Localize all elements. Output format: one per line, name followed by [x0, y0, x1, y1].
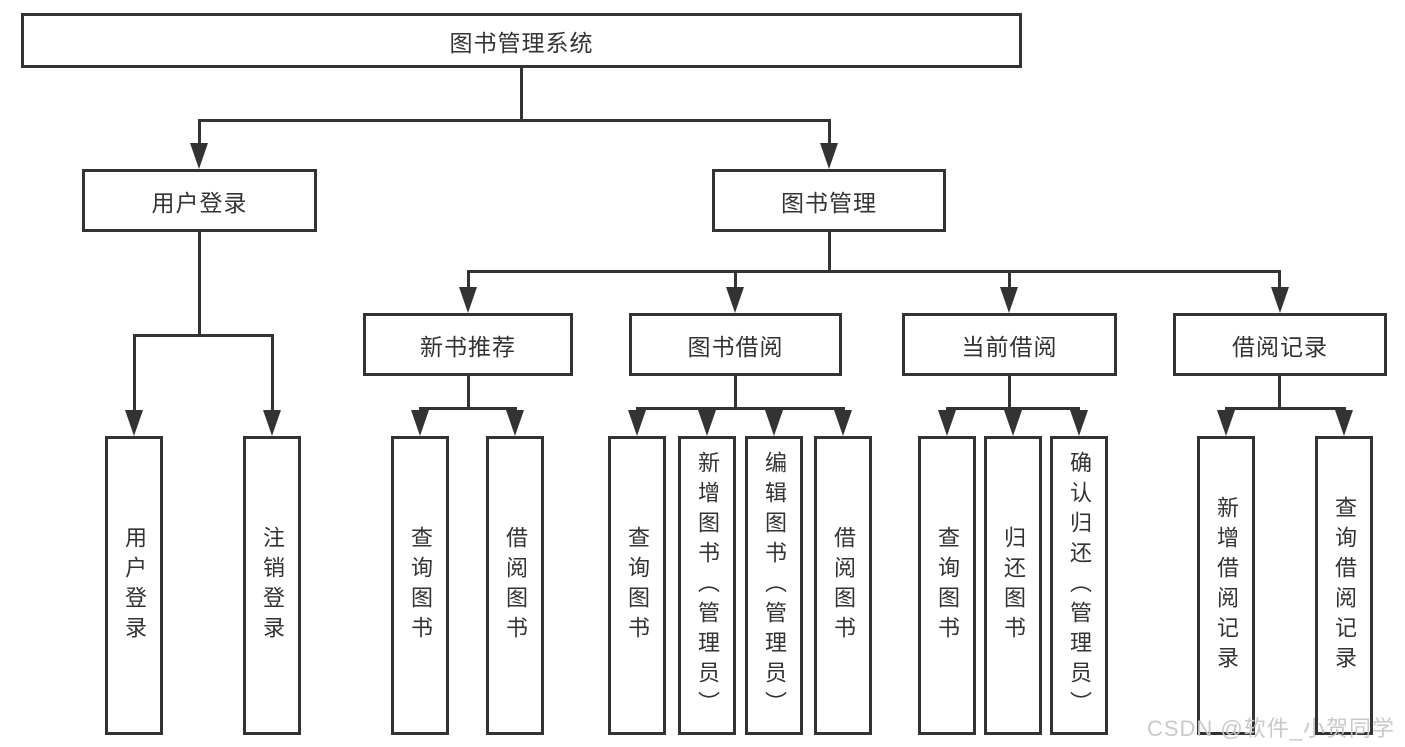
arrow-down-icon — [1004, 410, 1022, 436]
arrow-down-icon — [506, 410, 524, 436]
node-user-login: 用户登录 — [82, 169, 317, 232]
node-book-borrow: 图书借阅 — [629, 313, 842, 376]
connector-level2-bar — [198, 119, 831, 122]
leaf-logout: 注销登录 — [243, 436, 301, 735]
arrow-down-icon — [834, 410, 852, 436]
connector-level3-drop — [734, 270, 737, 292]
leaf-edit-book-admin-label: 编辑图书（管理员） — [762, 450, 787, 721]
node-current-borrow: 当前借阅 — [902, 313, 1117, 376]
arrow-down-icon — [820, 143, 838, 169]
connector-book-mgmt-drop — [828, 119, 831, 149]
leaf-add-borrow-record-label: 新增借阅记录 — [1214, 495, 1239, 676]
leaf-query-borrow-record-label: 查询借阅记录 — [1332, 495, 1357, 676]
leaf-confirm-return-admin-label: 确认归还（管理员） — [1067, 450, 1092, 721]
arrow-down-icon — [765, 410, 783, 436]
leaf-borrow-book-recommend: 借阅图书 — [486, 436, 544, 735]
arrow-down-icon — [125, 410, 143, 436]
connector-recommend-bar — [419, 407, 517, 410]
connector-user-login-drop — [198, 119, 201, 149]
leaf-borrow-book-recommend-label: 借阅图书 — [503, 525, 528, 646]
leaf-return-book-label: 归还图书 — [1001, 525, 1026, 646]
arrow-down-icon — [1271, 287, 1289, 313]
node-book-borrow-label: 图书借阅 — [687, 333, 784, 360]
arrow-down-icon — [263, 410, 281, 436]
node-book-management-label: 图书管理 — [781, 189, 877, 216]
arrow-down-icon — [1000, 287, 1018, 313]
node-current-borrow-label: 当前借阅 — [961, 333, 1058, 360]
node-root: 图书管理系统 — [21, 13, 1022, 68]
leaf-query-book-current-label: 查询图书 — [935, 525, 960, 646]
leaf-add-book-admin: 新增图书（管理员） — [678, 436, 736, 735]
node-book-management: 图书管理 — [712, 169, 946, 232]
arrow-down-icon — [459, 287, 477, 313]
node-borrow-record-label: 借阅记录 — [1232, 333, 1328, 360]
connector-level3-drop — [467, 270, 470, 292]
arrow-down-icon — [628, 410, 646, 436]
arrow-down-icon — [1217, 410, 1235, 436]
watermark: CSDN @软件_小贺同学 — [1146, 716, 1395, 741]
connector-user-login-stem — [198, 231, 201, 337]
leaf-borrow-book: 借阅图书 — [814, 436, 872, 735]
node-user-login-label: 用户登录 — [151, 189, 248, 216]
arrow-down-icon — [726, 287, 744, 313]
arrow-down-icon — [190, 143, 208, 169]
leaf-borrow-book-label: 借阅图书 — [831, 525, 856, 646]
leaf-return-book: 归还图书 — [984, 436, 1042, 735]
connector-book-mgmt-stem — [828, 232, 831, 273]
node-root-label: 图书管理系统 — [449, 29, 594, 56]
connector-level3-drop — [1008, 270, 1011, 292]
leaf-query-book-current: 查询图书 — [918, 436, 976, 735]
connector-borrow-stem — [734, 376, 737, 410]
leaf-query-book-borrow-label: 查询图书 — [625, 525, 650, 646]
leaf-logout-label: 注销登录 — [260, 525, 285, 646]
arrow-down-icon — [411, 410, 429, 436]
connector-leaf-drop — [133, 334, 136, 416]
connector-current-stem — [1008, 376, 1011, 410]
leaf-user-login: 用户登录 — [105, 436, 163, 735]
leaf-query-book-borrow: 查询图书 — [608, 436, 666, 735]
leaf-add-book-admin-label: 新增图书（管理员） — [695, 450, 720, 721]
connector-level3-drop — [1278, 270, 1281, 292]
connector-recommend-stem — [467, 376, 470, 410]
connector-level3-bar — [467, 270, 1281, 273]
connector-user-login-bar — [133, 334, 274, 337]
connector-root-stem — [520, 68, 523, 122]
leaf-confirm-return-admin: 确认归还（管理员） — [1050, 436, 1108, 735]
leaf-query-borrow-record: 查询借阅记录 — [1315, 436, 1373, 735]
arrow-down-icon — [938, 410, 956, 436]
arrow-down-icon — [1070, 410, 1088, 436]
connector-borrow-bar — [636, 407, 845, 410]
connector-leaf-drop — [271, 334, 274, 416]
node-new-book-recommend: 新书推荐 — [363, 313, 573, 376]
leaf-edit-book-admin: 编辑图书（管理员） — [745, 436, 803, 735]
leaf-query-book-recommend: 查询图书 — [391, 436, 449, 735]
connector-record-bar — [1225, 407, 1346, 410]
node-borrow-record: 借阅记录 — [1173, 313, 1387, 376]
leaf-user-login-label: 用户登录 — [122, 525, 147, 646]
arrow-down-icon — [698, 410, 716, 436]
node-new-book-recommend-label: 新书推荐 — [420, 333, 516, 360]
connector-current-bar — [946, 407, 1080, 410]
connector-record-stem — [1278, 376, 1281, 410]
leaf-query-book-recommend-label: 查询图书 — [408, 525, 433, 646]
leaf-add-borrow-record: 新增借阅记录 — [1197, 436, 1255, 735]
arrow-down-icon — [1335, 410, 1353, 436]
